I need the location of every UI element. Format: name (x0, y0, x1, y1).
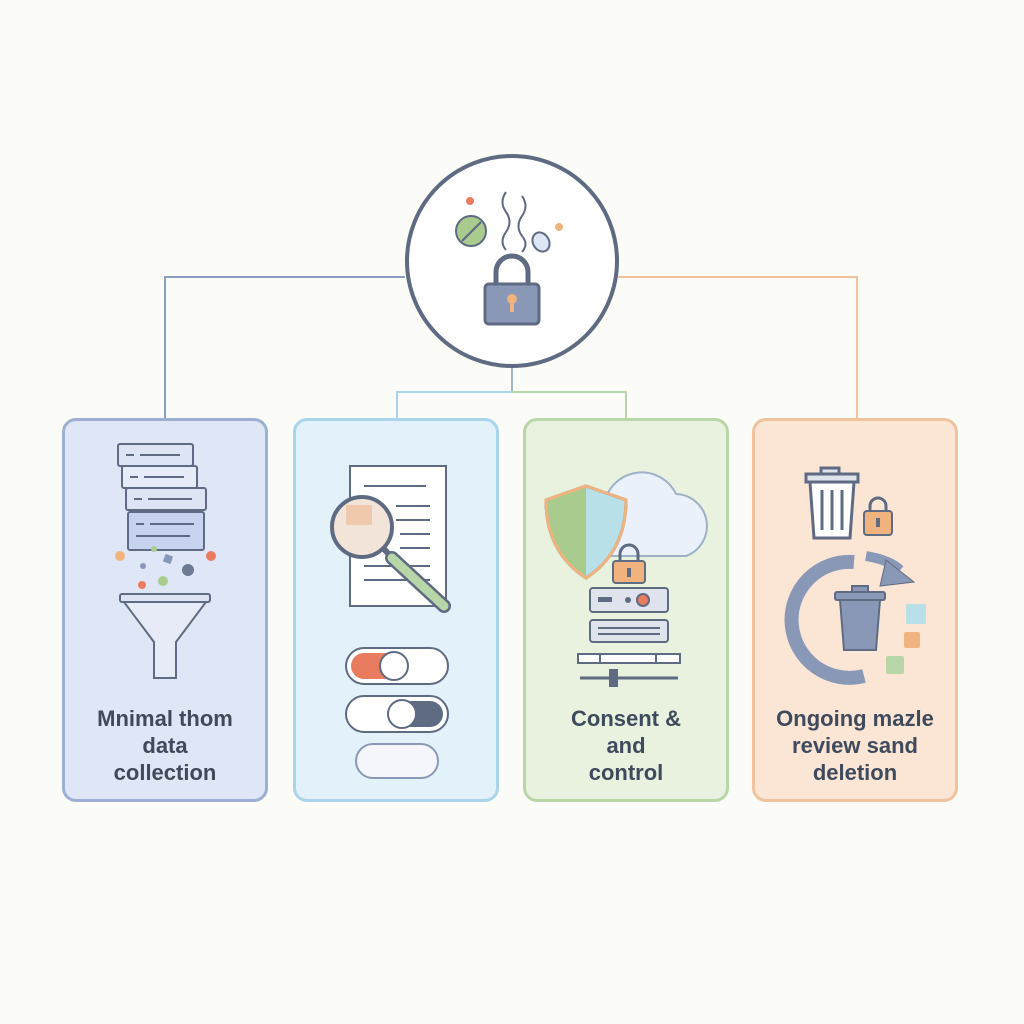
shield-icon (544, 484, 628, 580)
padlock-icon (863, 496, 893, 536)
funnel-icon (119, 593, 211, 679)
toggle-switch-icon (345, 647, 449, 685)
card-label-line-1: Consent & (571, 706, 681, 731)
card-label-line-3: control (588, 760, 664, 785)
padlock-icon (483, 253, 541, 326)
card-label: Mnimal thom data collection (71, 705, 259, 786)
padlock-icon (612, 543, 646, 584)
trash-icon (834, 585, 886, 651)
trash-icon (804, 466, 860, 540)
magnifier-icon (330, 495, 451, 613)
card-label-line-2: review sand (792, 733, 918, 758)
connector-card-3 (512, 391, 627, 418)
card-label-line-1: Mnimal thom (97, 706, 233, 731)
card-label-line-3: collection (113, 760, 217, 785)
connector-card-1 (164, 276, 405, 418)
card-label-line-2: data (142, 733, 188, 758)
toggle-switch-icon (345, 695, 449, 733)
card-label: Ongoing mazle review sand deletion (761, 705, 949, 786)
server-icon (589, 587, 669, 643)
stacked-documents-icon (117, 443, 207, 551)
card-label-line-3: deletion (812, 760, 898, 785)
floating-particles-icon (455, 191, 563, 253)
card-label-line-2: and (606, 733, 646, 758)
data-blocks-icon (886, 604, 926, 674)
refresh-arrow-icon (784, 551, 916, 685)
connector-card-4 (618, 276, 858, 418)
card-label-line-1: Ongoing mazle (776, 706, 934, 731)
connector-card-2 (396, 391, 512, 418)
slider-icon (577, 653, 681, 687)
card-label: Consent & and control (532, 705, 720, 786)
toggle-switch-icon (355, 743, 439, 779)
data-particles-icon (115, 546, 216, 589)
